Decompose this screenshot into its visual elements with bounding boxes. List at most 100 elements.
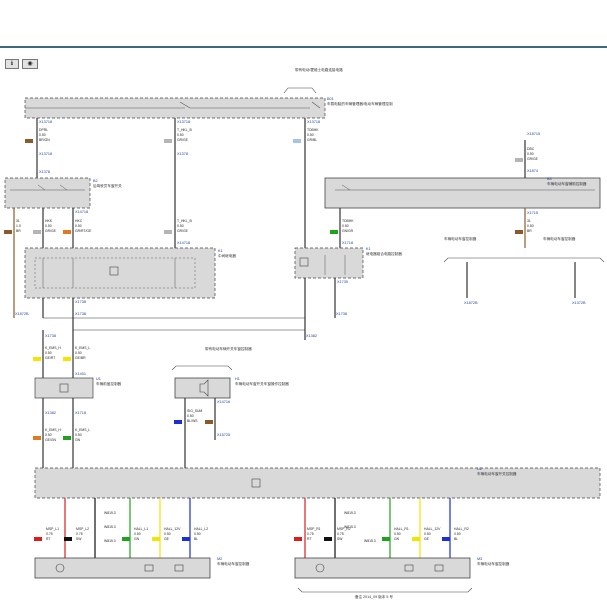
wire-w20: HALL_L2 (194, 527, 208, 531)
wire-w14: K_EMS_L (75, 428, 90, 432)
svg-text:0.75: 0.75 (337, 532, 344, 536)
svg-text:GN: GN (134, 537, 140, 541)
gnd-3: X1372B (572, 301, 586, 305)
wire-w5: 31 (16, 219, 20, 223)
wire-w13: K_EMS_H (45, 428, 61, 432)
wire-w2: T_HKL_B (177, 128, 192, 132)
svg-text:0.50: 0.50 (45, 224, 52, 228)
svg-text:BL/WS: BL/WS (187, 419, 198, 423)
b2-id: B2 (93, 179, 98, 183)
motor-m2-icon (55, 563, 65, 573)
bl-note: 车辆电动车窗控制器 (444, 236, 477, 241)
svg-text:GE/BR: GE/BR (75, 356, 86, 360)
wire-ws3: W815.3 (104, 539, 116, 543)
svg-text:0.50: 0.50 (45, 351, 52, 355)
conn-c22: X14716 (217, 400, 230, 404)
conn-c4: X13718 (39, 152, 52, 156)
conn-c6: X1378 (39, 170, 50, 174)
svg-text:GR/RT/GE: GR/RT/GE (75, 229, 92, 233)
wire-w8: T_HKL_B (177, 219, 192, 223)
conn-c15: X1874 (527, 169, 538, 173)
module-u1 (34, 377, 94, 399)
svg-text:0.75: 0.75 (307, 532, 314, 536)
wire-w2-color (164, 139, 172, 143)
module-b3 (324, 177, 601, 209)
mid-label: 继电器组合电路控制器 (366, 251, 402, 256)
svg-text:GE/RT: GE/RT (45, 356, 55, 360)
svg-text:GR/BL: GR/BL (307, 138, 317, 142)
top-bar (0, 0, 607, 46)
svg-text:0.50: 0.50 (187, 414, 194, 418)
svg-text:0.50: 0.50 (342, 224, 349, 228)
svg-text:0.50: 0.50 (75, 351, 82, 355)
svg-text:BL: BL (454, 537, 458, 541)
svg-text:GN: GN (394, 537, 400, 541)
motor-m3-icon (315, 563, 325, 573)
info-icon: ℹ (10, 61, 14, 67)
wire-w21: MSP_R1 (307, 527, 321, 531)
wire-ws4: W815.3 (344, 511, 356, 515)
conn-c11: X1738 (45, 334, 56, 338)
svg-text:0.50: 0.50 (194, 532, 201, 536)
wire-w10: 31 (527, 219, 531, 223)
b01-label: 车载电脑的车辆管理器/电动车辆管理控制 (327, 101, 393, 106)
m3-label: 车辆电动车窗控制器 (477, 561, 510, 566)
wire-w25: HALL_R2 (454, 527, 469, 531)
view-button[interactable]: ◉ (22, 59, 38, 69)
br-note: 车辆电动车窗控制器 (543, 236, 576, 241)
svg-text:0.50: 0.50 (164, 532, 171, 536)
wire-w6: HKK (45, 219, 53, 223)
wire-w23: HALL_R1 (394, 527, 409, 531)
svg-text:SW: SW (337, 537, 343, 541)
top-note: 带有电动/霍维士电路连接电路 (295, 67, 343, 72)
module-u2 (34, 467, 601, 499)
conn-c9: X1738 (75, 300, 86, 304)
u2-id: U2 (477, 467, 482, 471)
wire-w9: TDBHK (342, 219, 354, 223)
motor-m2 (34, 557, 211, 579)
svg-text:SW: SW (76, 537, 82, 541)
wire-ws6: W815.3 (364, 539, 376, 543)
svg-text:GE/GN: GE/GN (45, 438, 56, 442)
k1-id: K1 (218, 249, 223, 253)
wire-w7: HKC (75, 219, 83, 223)
wire-w18: HALL_L1 (134, 527, 148, 531)
conn-c12: X1738 (336, 312, 347, 316)
conn-c1: X13718 (39, 120, 52, 124)
wire-w4: DBC (527, 147, 535, 151)
svg-text:GR/GE: GR/GE (177, 229, 189, 233)
svg-text:GR/GE: GR/GE (45, 229, 57, 233)
svg-text:0.75: 0.75 (76, 532, 83, 536)
b3-label: 车辆电动车窗辅助控制器 (547, 181, 587, 186)
conn-c17: X1715 (527, 211, 538, 215)
conn-c19: X1401 (75, 372, 86, 376)
u2-label: 车辆电动车窗开关控制器 (477, 471, 517, 476)
conn-c14: X18715 (527, 132, 540, 136)
svg-text:0.50: 0.50 (39, 133, 46, 137)
svg-text:GN/GR: GN/GR (342, 229, 354, 233)
top-divider (0, 46, 607, 48)
wire-w15: SIG_SUM (187, 409, 202, 413)
wire-w16: MSP_L1 (46, 527, 59, 531)
gnd-2: X1872B (464, 301, 478, 305)
gnd-1: X1872B (15, 312, 29, 316)
mid-id: K1 (366, 247, 371, 251)
wire-w1: DPRL (39, 128, 48, 132)
k1-label: 中间继电器 (218, 253, 236, 258)
conn-c3: X13718 (307, 120, 320, 124)
conn-c5: X1378 (177, 152, 188, 156)
svg-text:0.75: 0.75 (46, 532, 53, 536)
info-button[interactable]: ℹ (5, 59, 19, 69)
wire-ws1: W815.3 (104, 511, 116, 515)
svg-text:GR/GE: GR/GE (177, 138, 189, 142)
svg-text:0.50: 0.50 (307, 133, 314, 137)
svg-text:0.50: 0.50 (527, 152, 534, 156)
wire-w3-color (293, 139, 301, 143)
conn-c10: X1738 (75, 312, 86, 316)
svg-text:0.50: 0.50 (424, 532, 431, 536)
b3-id: B3 (547, 177, 552, 181)
m2-label: 车辆电动车窗控制器 (217, 561, 250, 566)
h1-label: 车辆电动车窗开关车窗操作控制器 (235, 381, 289, 386)
m3-id: M3 (477, 557, 482, 561)
